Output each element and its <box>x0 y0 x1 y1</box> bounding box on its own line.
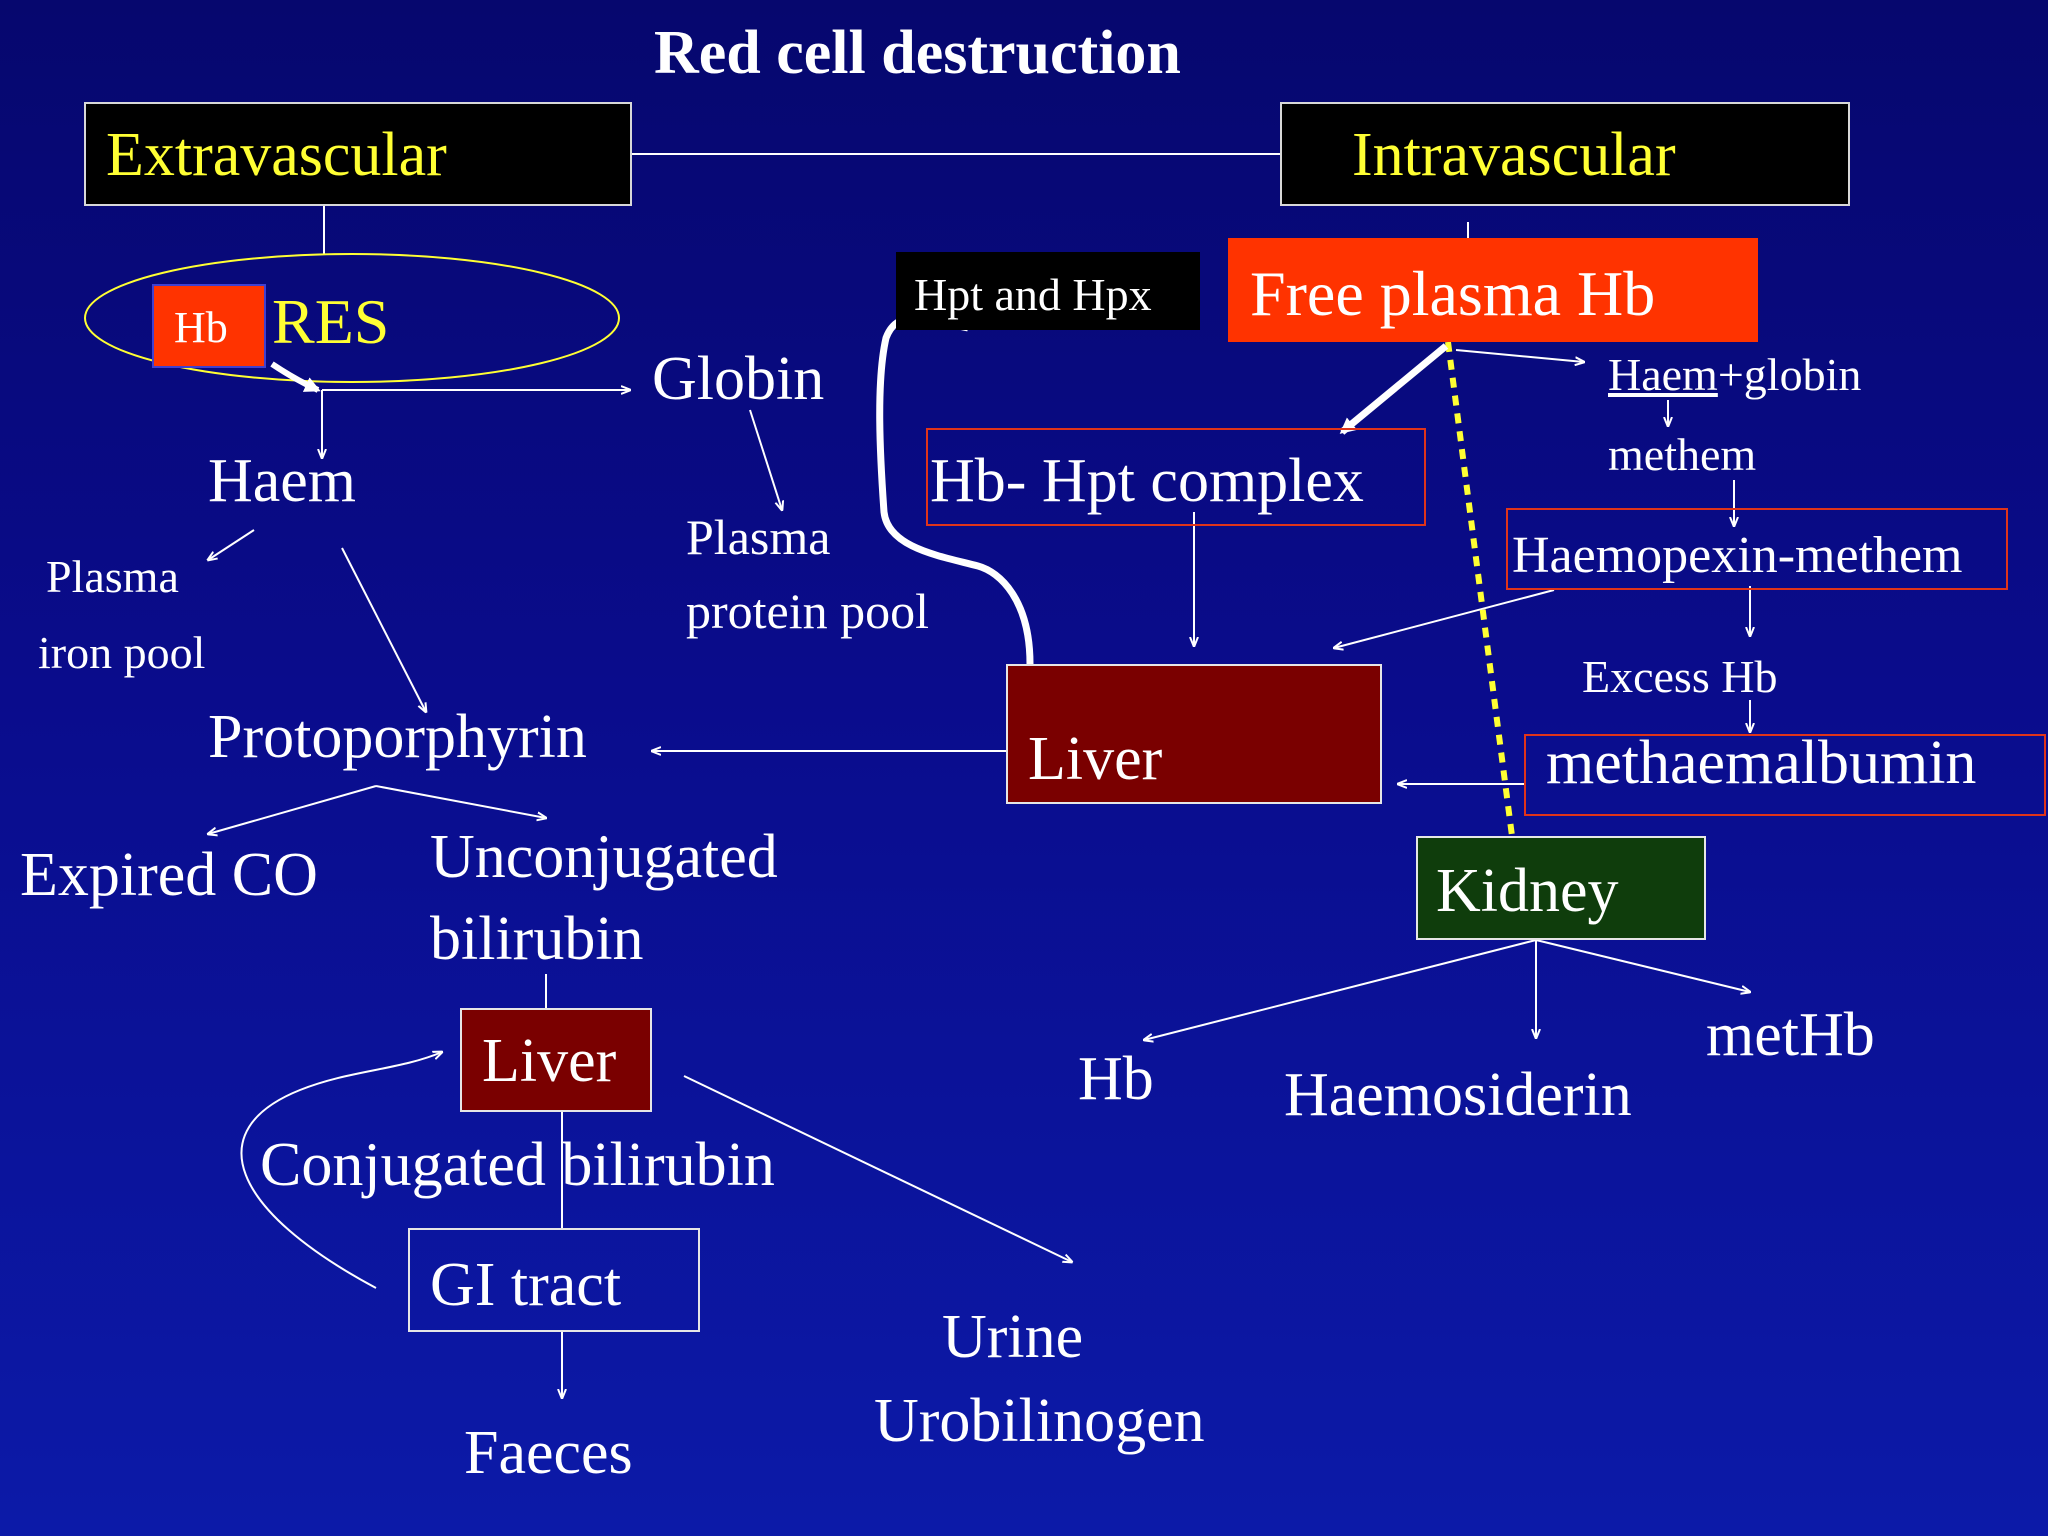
kidney-hb-label: Hb <box>1078 1045 1154 1113</box>
urobilinogen-label: Urobilinogen <box>874 1387 1205 1455</box>
globin-label: Globin <box>652 345 825 413</box>
kidney-box <box>1416 836 1706 940</box>
expired-co-label: Expired CO <box>20 841 318 909</box>
extravascular-label: Extravascular <box>106 121 447 189</box>
arrow-to-haem-globin <box>1455 349 1584 362</box>
arrow-haemopexin-to-liver <box>1334 589 1555 648</box>
haemopexin-methem-label: Haemopexin-methem <box>1512 527 1963 584</box>
protoporphyrin-label: Protoporphyrin <box>208 703 587 771</box>
hb-small-label: Hb <box>174 303 228 352</box>
methb-label: metHb <box>1706 1001 1875 1069</box>
plasma-iron-pool-line2: iron pool <box>38 627 206 678</box>
unconjugated-bilirubin-line2: bilirubin <box>430 905 644 973</box>
methaemalbumin-label: methaemalbumin <box>1546 729 1977 797</box>
liver-lower-box <box>460 1008 652 1112</box>
plasma-protein-pool-line2: protein pool <box>686 583 930 639</box>
arrow-to-kidney-hb <box>1144 939 1537 1040</box>
hpt-hpx-label: Hpt and Hpx <box>914 269 1152 320</box>
enterohepatic-arrow <box>240 1052 442 1289</box>
bold-arrow-to-complex <box>1339 343 1449 435</box>
hpt-hpx-box <box>896 252 1200 330</box>
haemopexin-methem-box <box>1506 508 2008 590</box>
excess-hb-label: Excess Hb <box>1582 651 1778 702</box>
dotted-free-hb-to-kidney <box>1445 341 1515 837</box>
methaemalbumin-box <box>1524 734 2046 816</box>
arrow-to-methb <box>1535 939 1750 992</box>
intravascular-box <box>1280 102 1850 206</box>
arrow-to-plasma-iron <box>208 529 255 560</box>
extravascular-box <box>84 102 632 206</box>
faeces-label: Faeces <box>464 1419 633 1487</box>
hb-hpt-complex-box <box>926 428 1426 526</box>
haem-underlined: Haem <box>1608 349 1718 400</box>
bold-arrow-hb-to-res <box>270 361 321 393</box>
methem-label: methem <box>1608 429 1757 480</box>
kidney-label: Kidney <box>1436 857 1619 925</box>
unconjugated-bilirubin-line1: Unconjugated <box>430 823 778 891</box>
intravascular-label: Intravascular <box>1352 121 1676 189</box>
hb-hpt-complex-label: Hb- Hpt complex <box>930 447 1364 515</box>
arrow-to-expired-co <box>208 785 377 834</box>
plasma-protein-pool-line1: Plasma <box>686 509 831 565</box>
arrow-to-urine <box>683 1075 1072 1262</box>
gi-tract-box <box>408 1228 700 1332</box>
conjugated-bilirubin-label: Conjugated bilirubin <box>260 1131 775 1199</box>
free-plasma-hb-box <box>1228 238 1758 342</box>
arrow-to-plasma-protein <box>749 409 782 510</box>
liver-upper-label: Liver <box>1028 725 1163 793</box>
plus-globin: +globin <box>1717 349 1862 400</box>
haemosiderin-label: Haemosiderin <box>1284 1061 1632 1129</box>
free-plasma-hb-label: Free plasma Hb <box>1250 258 1656 329</box>
plasma-iron-pool-line1: Plasma <box>46 551 179 602</box>
haem-label: Haem <box>208 447 357 515</box>
res-ellipse <box>84 253 620 383</box>
arrow-to-unconjugated <box>375 785 546 818</box>
haem-globin-label: Haem+globin <box>1608 352 1861 398</box>
liver-lower-label: Liver <box>482 1027 617 1095</box>
urine-label: Urine <box>942 1303 1084 1371</box>
res-label: RES <box>272 286 390 357</box>
hb-red-box <box>152 284 266 368</box>
gi-tract-label: GI tract <box>430 1251 622 1319</box>
arrow-to-protoporphyrin <box>341 547 426 712</box>
page-title: Red cell destruction <box>654 19 1181 87</box>
liver-upper-box <box>1006 664 1382 804</box>
